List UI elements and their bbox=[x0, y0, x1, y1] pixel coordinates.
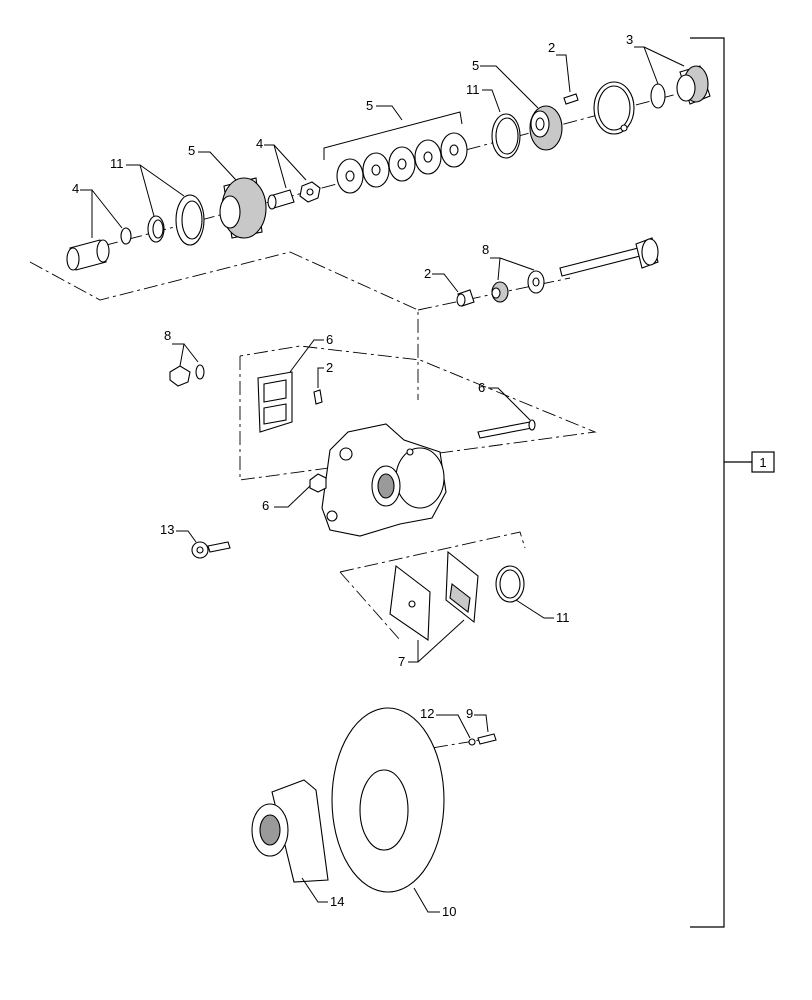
shim-plate-6 bbox=[257, 371, 293, 433]
svg-text:3: 3 bbox=[626, 32, 633, 47]
svg-text:8: 8 bbox=[164, 328, 171, 343]
callout-6-nut: 6 bbox=[262, 485, 311, 513]
nut-washer-8 bbox=[169, 364, 205, 387]
bushing-5-right bbox=[529, 105, 563, 151]
callout-6-shim: 6 bbox=[289, 332, 333, 373]
svg-text:2: 2 bbox=[424, 266, 431, 281]
svg-text:5: 5 bbox=[366, 98, 373, 113]
callout-2-sleeve: 2 bbox=[424, 266, 459, 293]
svg-text:6: 6 bbox=[326, 332, 333, 347]
callout-2-top: 2 bbox=[548, 40, 571, 93]
svg-text:10: 10 bbox=[442, 904, 456, 919]
brake-pad-7-right bbox=[445, 550, 479, 624]
centerlines bbox=[29, 87, 701, 761]
svg-text:4: 4 bbox=[256, 136, 263, 151]
seal-11-lower bbox=[495, 565, 525, 603]
brake-pad-7-left bbox=[389, 564, 431, 642]
callout-4-right: 4 bbox=[256, 136, 307, 189]
svg-text:12: 12 bbox=[420, 706, 434, 721]
callout-11-lower: 11 bbox=[515, 599, 570, 625]
callout-10: 10 bbox=[413, 887, 456, 919]
svg-text:11: 11 bbox=[556, 610, 570, 625]
svg-text:14: 14 bbox=[330, 894, 344, 909]
callout-7: 7 bbox=[398, 619, 465, 669]
brake-disc-10 bbox=[331, 707, 445, 893]
svg-text:6: 6 bbox=[478, 380, 485, 395]
callout-8-top: 8 bbox=[482, 242, 535, 281]
callout-5-middle: 5 bbox=[323, 98, 463, 160]
callout-3: 3 bbox=[626, 32, 685, 85]
callout-5-top-right: 5 bbox=[472, 58, 539, 109]
callout-14: 14 bbox=[301, 877, 344, 909]
guide-bolt-6 bbox=[477, 419, 536, 439]
svg-text:9: 9 bbox=[466, 706, 473, 721]
seal-ring-11-large bbox=[175, 194, 205, 246]
sleeve-2 bbox=[456, 289, 475, 307]
nut-4 bbox=[299, 181, 321, 203]
screw-13 bbox=[191, 541, 231, 559]
snap-ring-4 bbox=[120, 227, 132, 245]
svg-text:6: 6 bbox=[262, 498, 269, 513]
callout-11-left: 11 bbox=[110, 156, 185, 217]
callout-8-left: 8 bbox=[164, 328, 199, 367]
piston-part-4-left bbox=[66, 239, 110, 271]
bolt-with-washers-8 bbox=[491, 237, 659, 303]
assembly-number-box: 1 bbox=[759, 455, 766, 470]
bearing-3 bbox=[676, 65, 711, 105]
callout-5-left: 5 bbox=[188, 143, 237, 181]
callout-2-middle: 2 bbox=[317, 360, 333, 388]
svg-text:13: 13 bbox=[160, 522, 174, 537]
svg-text:11: 11 bbox=[110, 156, 124, 171]
svg-text:5: 5 bbox=[472, 58, 479, 73]
screw-9-and-washer-12 bbox=[468, 733, 497, 746]
caliper-body bbox=[321, 423, 447, 537]
washer-stack-5 bbox=[336, 132, 468, 194]
svg-text:8: 8 bbox=[482, 242, 489, 257]
roll-pin-2-middle bbox=[313, 389, 323, 405]
seal-ring-11-upper bbox=[491, 113, 521, 159]
callout-4-left: 4 bbox=[72, 181, 123, 238]
assembly-bracket: 1 bbox=[690, 37, 775, 928]
seal-ring-11-small bbox=[147, 215, 165, 243]
callout-13: 13 bbox=[160, 522, 197, 543]
callout-12: 12 bbox=[420, 706, 471, 739]
svg-text:5: 5 bbox=[188, 143, 195, 158]
svg-text:7: 7 bbox=[398, 654, 405, 669]
svg-text:2: 2 bbox=[548, 40, 555, 55]
callout-6-bolt: 6 bbox=[478, 380, 531, 421]
pin-4-right bbox=[267, 189, 295, 210]
roll-pin-2-upper bbox=[563, 93, 579, 105]
svg-text:11: 11 bbox=[466, 82, 480, 97]
hub-flange-14 bbox=[251, 779, 329, 883]
svg-text:4: 4 bbox=[72, 181, 79, 196]
nut-6 bbox=[309, 473, 327, 493]
snap-ring-3 bbox=[650, 83, 666, 109]
svg-text:2: 2 bbox=[326, 360, 333, 375]
bushing-5-left bbox=[219, 177, 267, 239]
callout-9: 9 bbox=[466, 706, 489, 733]
callout-11-top: 11 bbox=[466, 82, 501, 113]
retaining-ring bbox=[593, 81, 635, 135]
